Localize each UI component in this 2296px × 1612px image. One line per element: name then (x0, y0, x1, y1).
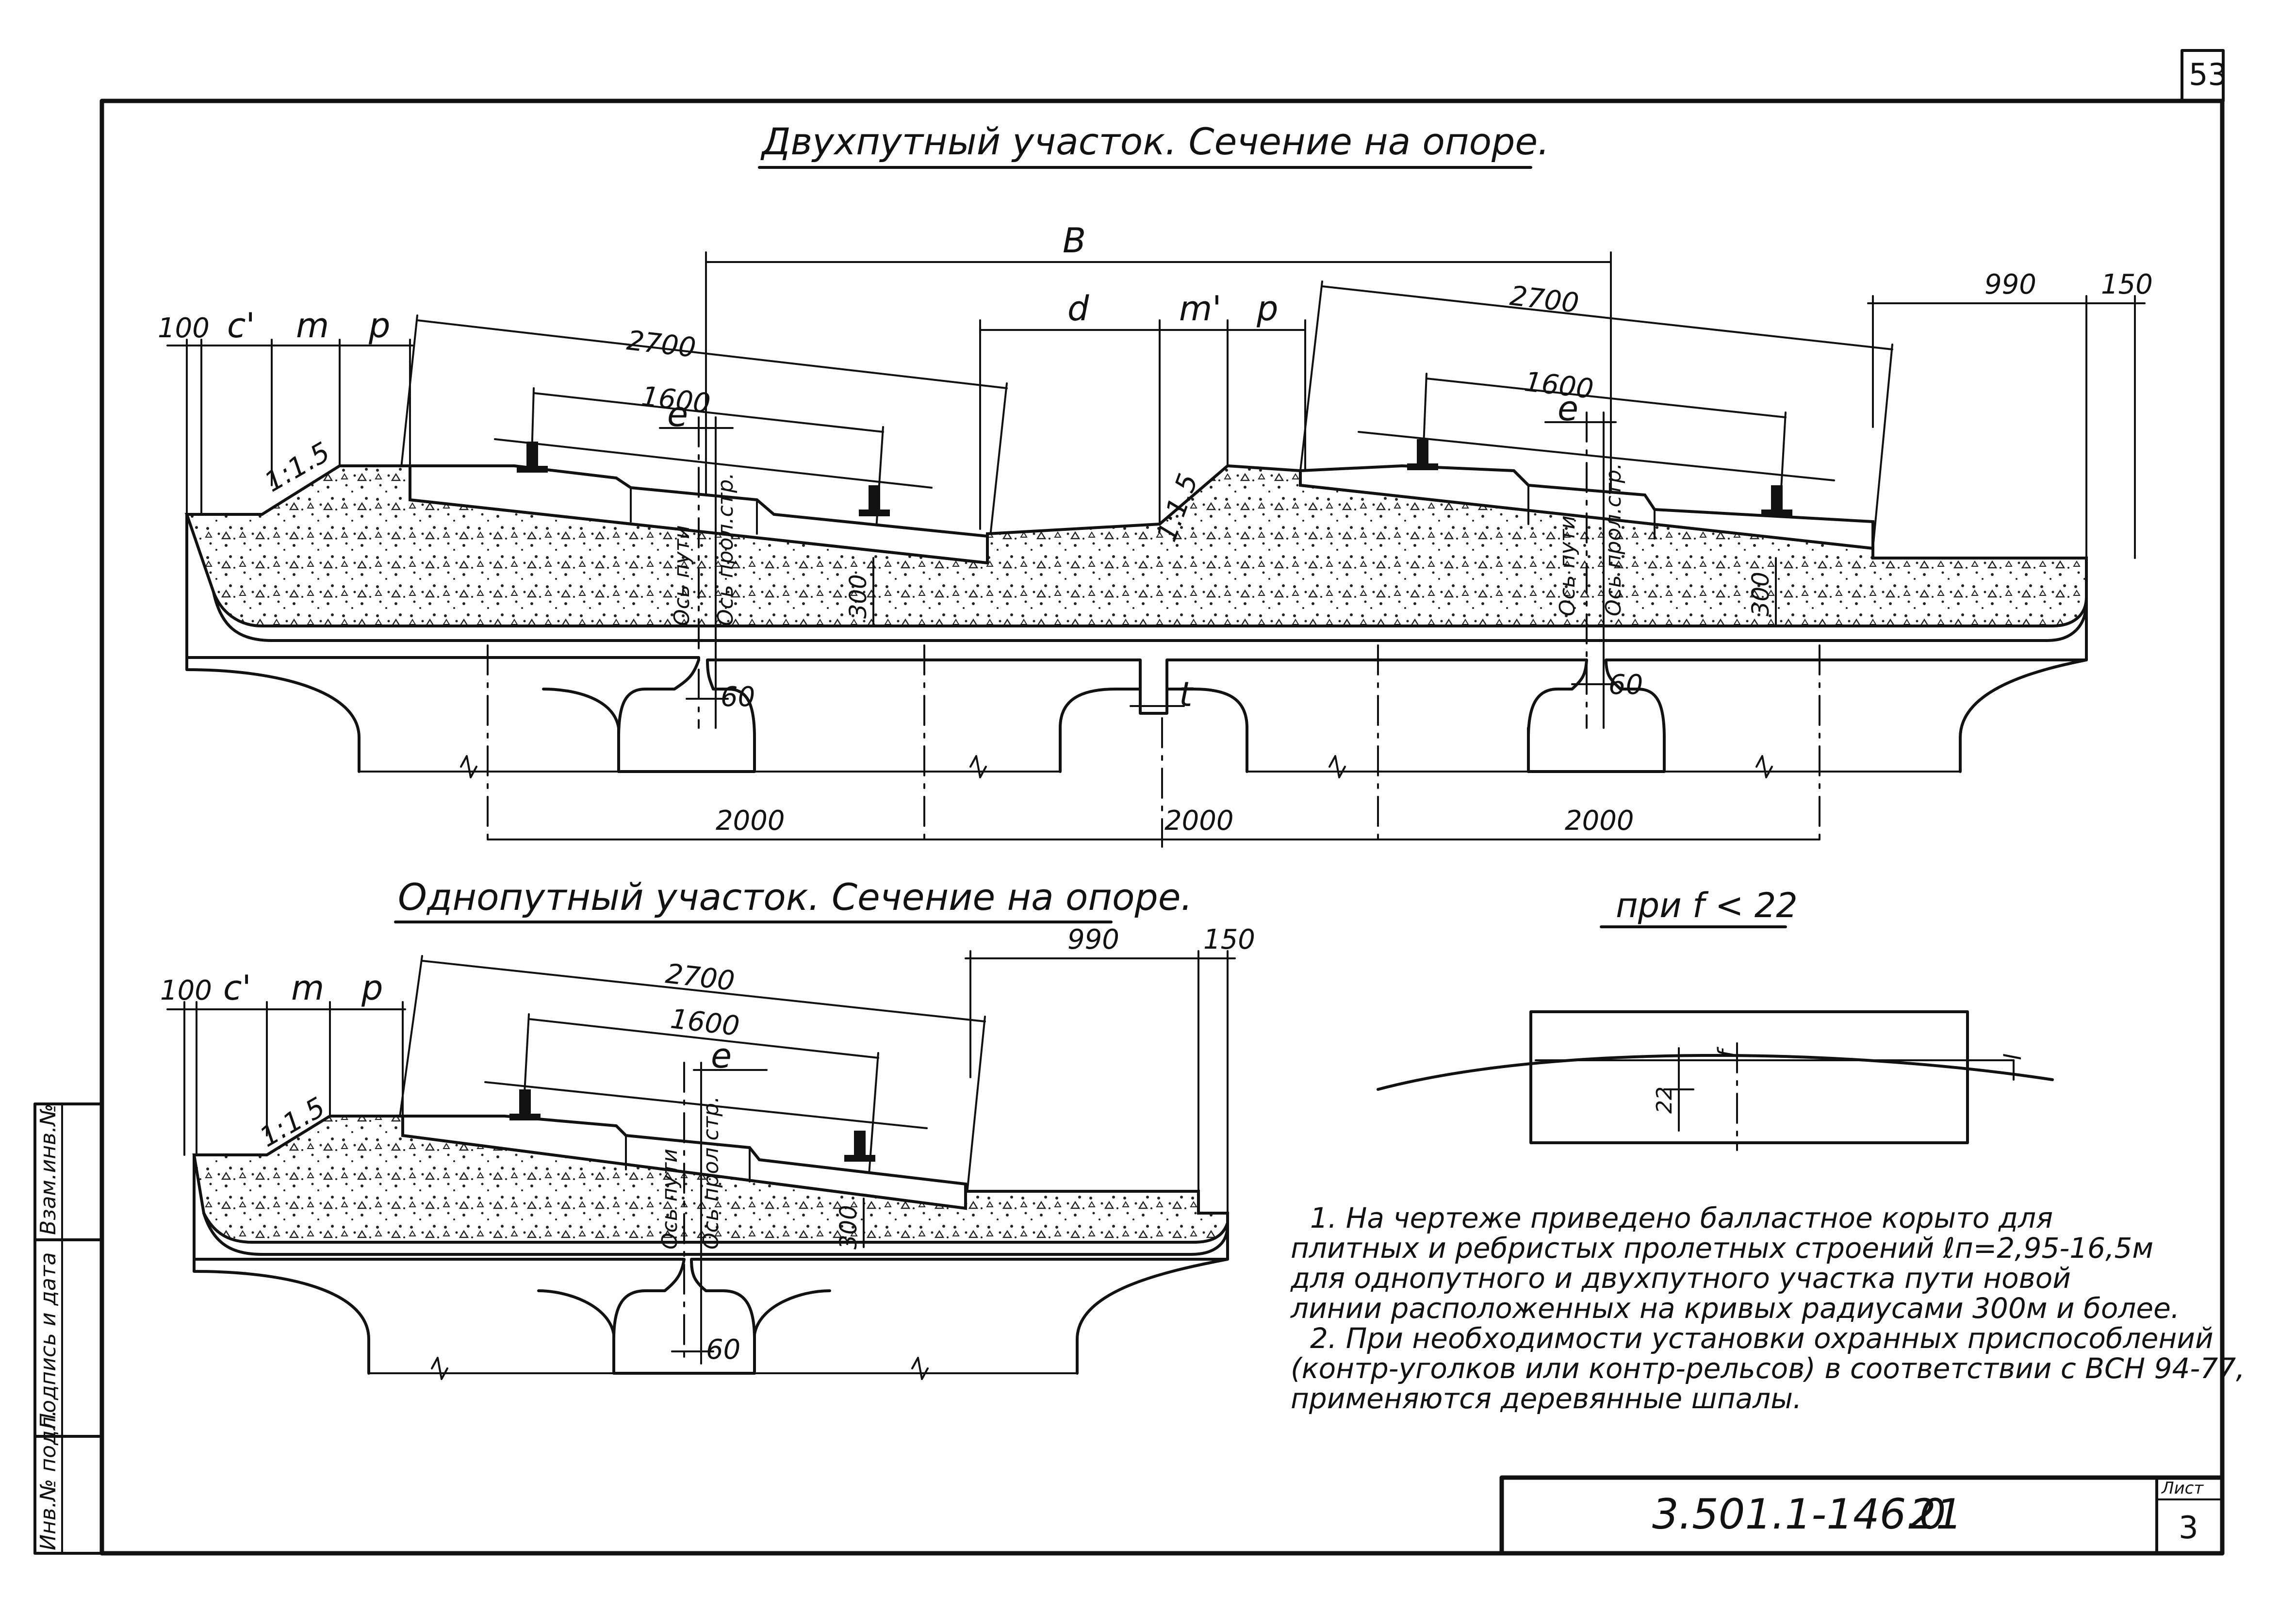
curve-title: при f < 22 (1616, 886, 1798, 925)
list-number: 3 (2179, 1510, 2198, 1546)
depth-300-left: 300 (845, 574, 872, 619)
dim-1600-right: 1600 (1523, 366, 1595, 405)
stamp-replaced-inv: Взам.инв.№ (36, 1103, 61, 1235)
s-dim-2700: 2700 (664, 958, 736, 997)
double-track-title: Двухпутный участок. Сечение на опоре. (760, 120, 1549, 163)
note-line-4: линии расположенных на кривых радиусами … (1290, 1292, 2180, 1325)
span-2000-2: 2000 (1164, 805, 1234, 837)
stamp-inv-no: Инв.№ подл. (36, 1410, 61, 1550)
dim-150: 150 (2101, 269, 2153, 300)
s-dim-e: e (711, 1036, 732, 1076)
curve-detail: при f < 22 22 f l (1377, 886, 2054, 1151)
dim-e-left: e (667, 395, 688, 434)
note-line-1: 1. На чертеже приведено балластное корыт… (1310, 1201, 2053, 1234)
s-dim-c-prime: c' (223, 968, 251, 1008)
note-line-7: применяются деревянные шпалы. (1291, 1382, 1802, 1415)
stamp-signature-date: Подпись и дата (36, 1252, 61, 1429)
gap-t: t (1179, 674, 1194, 714)
s-track-axis: Ось пути (657, 1149, 682, 1250)
dim-1600-left: 1600 (640, 380, 712, 420)
span-2000-1: 2000 (716, 805, 785, 837)
s-dim-150: 150 (1203, 924, 1255, 955)
sheet-frame (33, 49, 2225, 1556)
curve-width: 22 (1652, 1086, 1677, 1114)
s-dim-p: p (361, 968, 383, 1008)
s-dim-100: 100 (160, 975, 212, 1006)
dim-2700-right: 2700 (1508, 280, 1580, 319)
dim-c-prime: c' (227, 306, 255, 345)
list-label: Лист (2161, 1479, 2204, 1498)
doc-sheet: 21 (1909, 1490, 1962, 1539)
dim-m-prime: m' (1179, 289, 1221, 329)
single-track-title: Однопутный участок. Сечение на опоре. (398, 875, 1193, 919)
dim-e-right: e (1558, 389, 1578, 428)
s-gap-60: 60 (706, 1334, 740, 1365)
dim-100-left: 100 (158, 313, 210, 344)
s-dim-m: m (291, 968, 324, 1008)
note-line-2: плитных и ребристых пролетных строений ℓ… (1291, 1232, 2153, 1265)
note-line-6: (контр-уголков или контр-рельсов) в соот… (1291, 1352, 2245, 1385)
note-line-3: для однопутного и двухпутного участка пу… (1290, 1262, 2071, 1295)
page-number: 53 (2189, 57, 2227, 92)
span-2000-3: 2000 (1565, 805, 1634, 837)
track-axis-left: Ось пути (670, 525, 694, 626)
track-axis-right: Ось пути (1555, 515, 1580, 616)
dim-p-right: p (1256, 289, 1278, 329)
dim-b: B (1063, 221, 1086, 261)
s-depth-300: 300 (835, 1205, 862, 1250)
structure-axis-left: Ось прол.стр. (713, 473, 738, 626)
depth-300-right: 300 (1747, 572, 1774, 616)
doc-code: 3.501.1-146.0 (1652, 1490, 1946, 1539)
note-line-5: 2. При необходимости установки охранных … (1310, 1322, 2214, 1355)
dim-2700-left: 2700 (625, 325, 697, 364)
dim-m: m (296, 306, 329, 345)
s-dim-990: 990 (1067, 924, 1119, 955)
double-track-section: Двухпутный участок. Сечение на опоре. B … (158, 120, 2153, 848)
s-structure-axis: Ось прол.стр. (699, 1096, 723, 1250)
curve-l: l (2000, 1053, 2027, 1060)
structure-axis-right: Ось прол.стр. (1601, 463, 1626, 616)
dim-990: 990 (1984, 269, 2036, 300)
gap-60-right: 60 (1608, 669, 1643, 701)
dim-d: d (1067, 289, 1089, 329)
single-track-section: Однопутный участок. Сечение на опоре. 10… (160, 875, 1255, 1380)
dim-p-left: p (368, 306, 390, 345)
notes: 1. На чертеже приведено балластное корыт… (1290, 1201, 2245, 1415)
s-dim-1600: 1600 (669, 1003, 741, 1042)
gap-60-left: 60 (721, 681, 755, 713)
